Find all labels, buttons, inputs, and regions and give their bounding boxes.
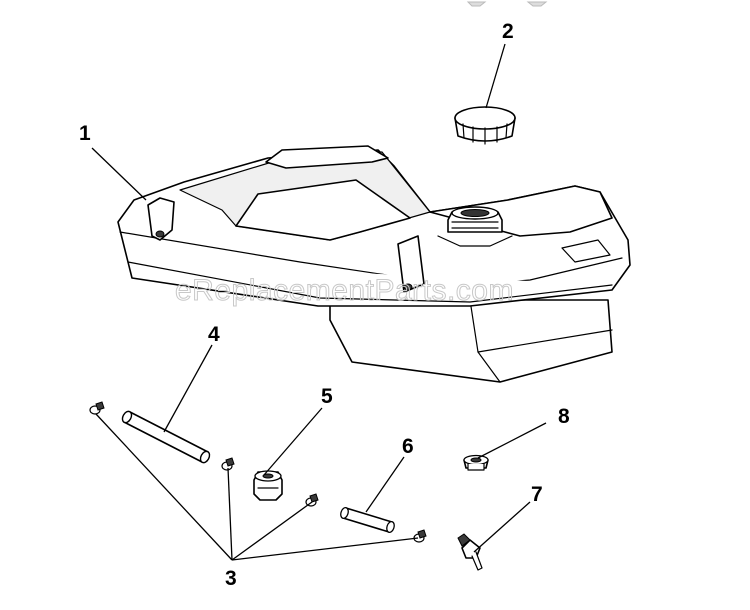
fuel-tank[interactable] (117, 145, 631, 383)
callout-5: 5 (321, 385, 333, 408)
watermark: eReplacementParts.com (175, 274, 514, 307)
hose-clamp-c[interactable] (305, 493, 319, 507)
leader-lines (91, 43, 547, 561)
hose-clamp-b[interactable] (221, 457, 235, 471)
callout-labels: 1 2 3 4 5 6 7 8 (79, 20, 570, 590)
top-edge-marks (466, 1, 548, 7)
fuel-hose-short[interactable] (339, 507, 395, 534)
callout-1: 1 (79, 122, 91, 145)
fuel-filter[interactable] (253, 470, 283, 501)
callout-3: 3 (225, 567, 237, 590)
hose-clamp-d[interactable] (413, 529, 427, 543)
fuel-hose-long[interactable] (121, 410, 212, 464)
callout-2: 2 (502, 20, 514, 43)
bushing[interactable] (463, 454, 489, 471)
callout-4: 4 (208, 323, 220, 346)
callout-8: 8 (558, 405, 570, 428)
hose-clamp-a[interactable] (89, 401, 105, 415)
shutoff-valve[interactable] (457, 533, 483, 571)
fuel-cap[interactable] (454, 106, 516, 145)
callout-7: 7 (531, 483, 543, 506)
callout-6: 6 (402, 435, 414, 458)
